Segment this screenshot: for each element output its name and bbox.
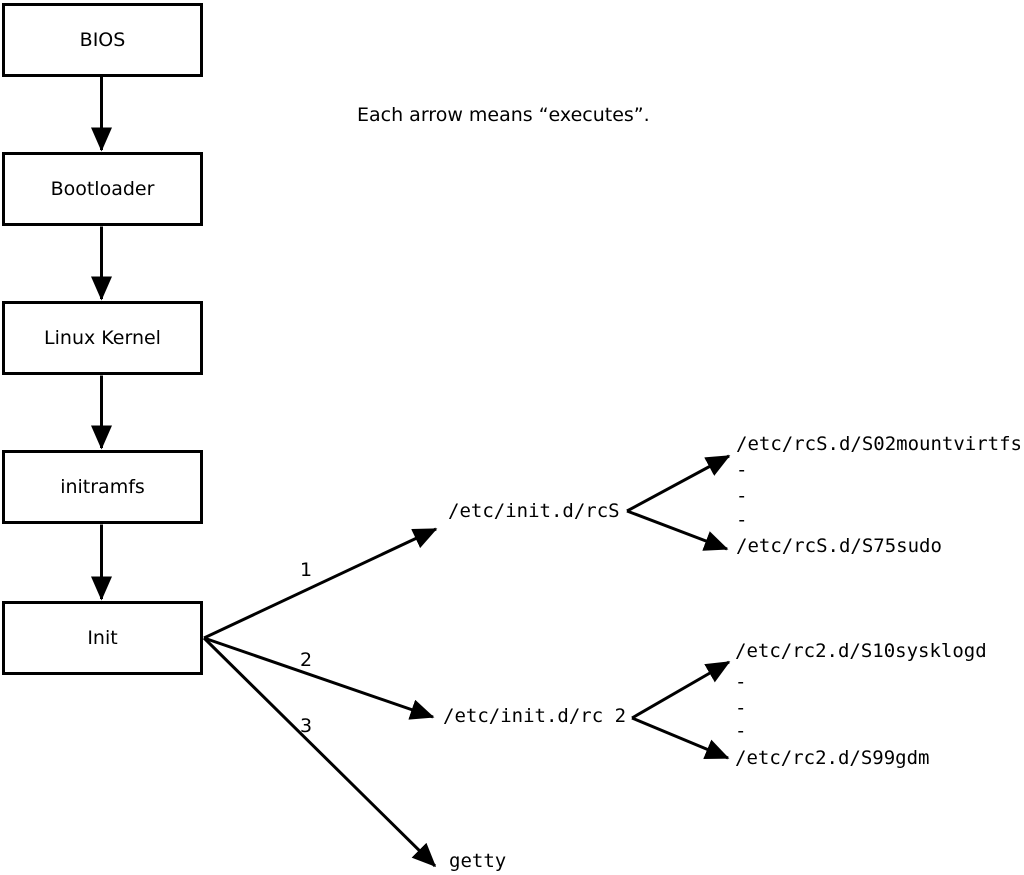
box-linux-kernel: Linux Kernel bbox=[2, 301, 203, 375]
arrow-init-to-rc2 bbox=[203, 636, 435, 720]
box-initramfs-label: initramfs bbox=[60, 476, 145, 498]
node-getty: getty bbox=[449, 850, 507, 872]
box-bootloader: Bootloader bbox=[2, 152, 203, 226]
node-rc2-child-S10sysklogd: /etc/rc2.d/S10sysklogd bbox=[735, 640, 987, 662]
node-rcS-child-S75sudo: /etc/rcS.d/S75sudo bbox=[736, 535, 942, 557]
legend-note: Each arrow means “executes”. bbox=[357, 104, 650, 126]
node-rcS-child-S02mountvirtfs: /etc/rcS.d/S02mountvirtfs bbox=[736, 433, 1022, 455]
node-rc2-ellipsis-dash: - bbox=[735, 697, 747, 719]
branch-order-1: 1 bbox=[299, 559, 313, 581]
arrow-rcS-to-S75sudo bbox=[626, 509, 729, 551]
box-bios: BIOS bbox=[2, 3, 203, 77]
node-rc2-ellipsis-dash: - bbox=[735, 720, 747, 742]
node-rcS-ellipsis-dash: - bbox=[736, 509, 748, 531]
arrow-rcS-to-S02mountvirtfs bbox=[626, 454, 731, 513]
node-rc2: /etc/init.d/rc 2 bbox=[443, 705, 627, 727]
box-bootloader-label: Bootloader bbox=[50, 178, 155, 200]
box-initramfs: initramfs bbox=[2, 450, 203, 524]
node-rc2-child-S99gdm: /etc/rc2.d/S99gdm bbox=[735, 747, 930, 769]
box-init-label: Init bbox=[87, 627, 118, 649]
branch-order-2: 2 bbox=[299, 649, 313, 671]
branch-order-3: 3 bbox=[299, 715, 313, 737]
node-rcS-ellipsis-dash: - bbox=[736, 485, 748, 507]
node-rcS-ellipsis-dash: - bbox=[736, 459, 748, 481]
arrow-rc2-to-S10sysklogd bbox=[631, 660, 731, 720]
box-linux-kernel-label: Linux Kernel bbox=[44, 327, 161, 349]
box-bios-label: BIOS bbox=[79, 29, 126, 51]
node-rc2-ellipsis-dash: - bbox=[735, 671, 747, 693]
node-rcS: /etc/init.d/rcS bbox=[448, 500, 620, 522]
arrow-rc2-to-S99gdm bbox=[631, 716, 730, 760]
arrow-init-to-getty bbox=[202, 636, 437, 868]
box-init: Init bbox=[2, 601, 203, 675]
arrow-init-to-rcS bbox=[203, 527, 438, 640]
